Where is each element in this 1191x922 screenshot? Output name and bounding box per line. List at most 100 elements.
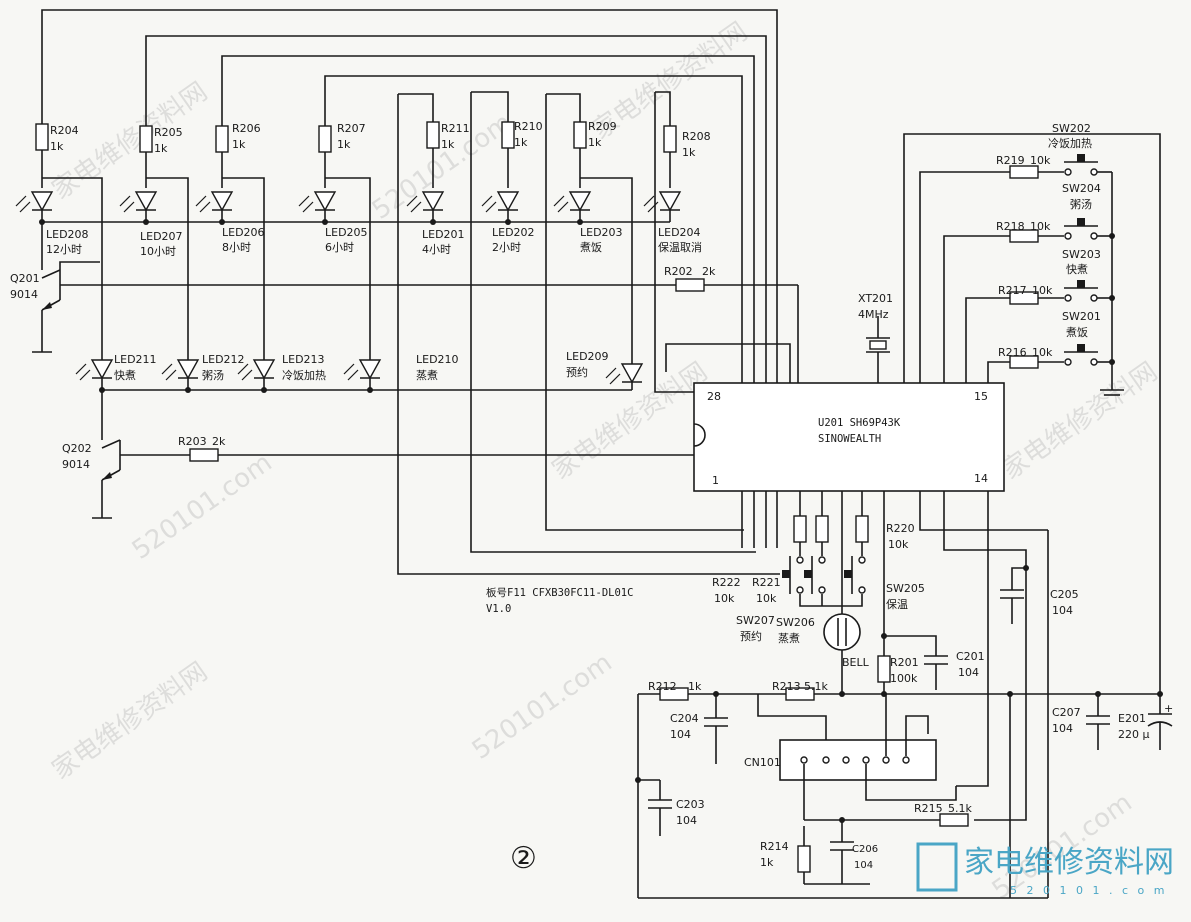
resistor-r214 <box>797 845 811 873</box>
right-switch-bank: R219 10k SW202 冷饭加热 R218 10k SW204 粥汤 R2… <box>903 122 1161 694</box>
bottom-switch-block: R222 10k R221 10k SW207 预约 SW206 蒸煮 SW20… <box>712 491 925 694</box>
r209-value: 1k <box>588 136 602 149</box>
e201-label: E201 <box>1118 712 1146 725</box>
c206-value: 104 <box>854 860 873 871</box>
led-led204 <box>658 191 682 212</box>
resistor-r212 <box>659 687 689 701</box>
led201-text: 4小时 <box>422 243 451 256</box>
r206-value: 1k <box>232 138 246 151</box>
led209-text: 预约 <box>566 366 588 379</box>
sw203-text: 快煮 <box>1066 263 1088 276</box>
r213-value: 5.1k <box>804 680 828 693</box>
c205-label: C205 <box>1050 588 1079 601</box>
r218-label: R218 <box>996 220 1025 233</box>
bell-label: BELL <box>842 656 870 669</box>
resistor-r209 <box>573 121 587 149</box>
resistor-r222 <box>793 515 807 543</box>
q202-type: 9014 <box>62 458 90 471</box>
sw201-label: SW201 <box>1062 310 1101 323</box>
r205-value: 1k <box>154 142 168 155</box>
r207-label: R207 <box>337 122 366 135</box>
q201-type: 9014 <box>10 288 38 301</box>
sw203-label: SW203 <box>1062 248 1101 261</box>
sw202-label: SW202 <box>1052 122 1091 135</box>
resistor-r221 <box>815 515 829 543</box>
r202-value: 2k <box>702 265 716 278</box>
r210-value: 1k <box>514 136 528 149</box>
resistor-r203 <box>189 448 219 462</box>
led-led208 <box>30 191 54 212</box>
c203-label: C203 <box>676 798 705 811</box>
r216-label: R216 <box>998 346 1027 359</box>
resistor-r210 <box>501 121 515 149</box>
c207-label: C207 <box>1052 706 1081 719</box>
transistor-q201: Q201 9014 R202 2k <box>10 222 799 383</box>
led210-label: LED210 <box>416 353 459 366</box>
c204-value: 104 <box>670 728 691 741</box>
led211-text: 快煮 <box>114 369 136 382</box>
c203-value: 104 <box>676 814 697 827</box>
board-version: V1.0 <box>486 603 511 615</box>
resistor-r204 <box>35 123 49 151</box>
r218-value: 10k <box>1030 220 1051 233</box>
resistor-r219 <box>1009 165 1039 179</box>
c206-label: C206 <box>852 844 878 855</box>
led207-text: 10小时 <box>140 245 176 258</box>
top-led-row: R204 1k LED208 12小时 R205 1k LED207 10小时 … <box>15 120 711 258</box>
logo-icon <box>916 842 958 892</box>
r212-value: 1k <box>688 680 702 693</box>
r219-label: R219 <box>996 154 1025 167</box>
watermark-url: 520101.com <box>467 648 618 766</box>
watermark-url: 520101.com <box>127 448 278 566</box>
resistor-r215 <box>939 813 969 827</box>
ic-ref: U201 SH69P43K <box>818 417 901 429</box>
q202-label: Q202 <box>62 442 92 455</box>
led-led202 <box>496 191 520 212</box>
logo-url: 5 2 0 1 0 1 . c o m <box>1010 884 1167 897</box>
led213-label: LED213 <box>282 353 325 366</box>
r205-label: R205 <box>154 126 183 139</box>
r211-label: R211 <box>441 122 470 135</box>
ic-pin-14: 14 <box>974 472 988 485</box>
led-led205 <box>313 191 337 212</box>
r201-label: R201 <box>890 656 919 669</box>
r203-value: 2k <box>212 435 226 448</box>
led210-text: 蒸煮 <box>416 369 438 382</box>
led-led210 <box>358 359 382 380</box>
crystal-xt201: XT201 4MHz <box>858 292 893 383</box>
r216-value: 10k <box>1032 346 1053 359</box>
c205-value: 104 <box>1052 604 1073 617</box>
r209-label: R209 <box>588 120 617 133</box>
resistor-r201 <box>877 655 891 683</box>
site-logo: 家电维修资料网 5 2 0 1 0 1 . c o m <box>916 842 1174 897</box>
transistor-q202: Q202 9014 R203 2k <box>62 390 694 519</box>
led208-text: 12小时 <box>46 243 82 256</box>
led213-text: 冷饭加热 <box>282 369 326 382</box>
r215-label: R215 <box>914 802 943 815</box>
led205-text: 6小时 <box>325 241 354 254</box>
logo-text: 家电维修资料网 <box>964 845 1174 880</box>
led204-label: LED204 <box>658 226 701 239</box>
bottom-led-row: LED211 快煮 LED212 粥汤 LED213 冷饭加热 LED210 蒸… <box>75 343 791 393</box>
led-led212 <box>176 359 200 380</box>
cn101-label: CN101 <box>744 756 781 769</box>
ic-pin-28: 28 <box>707 390 721 403</box>
r211-value: 1k <box>441 138 455 151</box>
led202-text: 2小时 <box>492 241 521 254</box>
watermark-text: 家电维修资料网 <box>47 657 213 786</box>
led208-label: LED208 <box>46 228 89 241</box>
led201-label: LED201 <box>422 228 465 241</box>
sw205-label: SW205 <box>886 582 925 595</box>
led-led201 <box>421 191 445 212</box>
led207-label: LED207 <box>140 230 183 243</box>
led-led206 <box>210 191 234 212</box>
xt201-value: 4MHz <box>858 308 889 321</box>
r202-label: R202 <box>664 265 693 278</box>
bell-icon <box>823 613 861 651</box>
r221-label: R221 <box>752 576 781 589</box>
r212-label: R212 <box>648 680 677 693</box>
r206-label: R206 <box>232 122 261 135</box>
r208-value: 1k <box>682 146 696 159</box>
board-number: 板号F11 CFXB30FC11-DL01C <box>486 586 633 599</box>
